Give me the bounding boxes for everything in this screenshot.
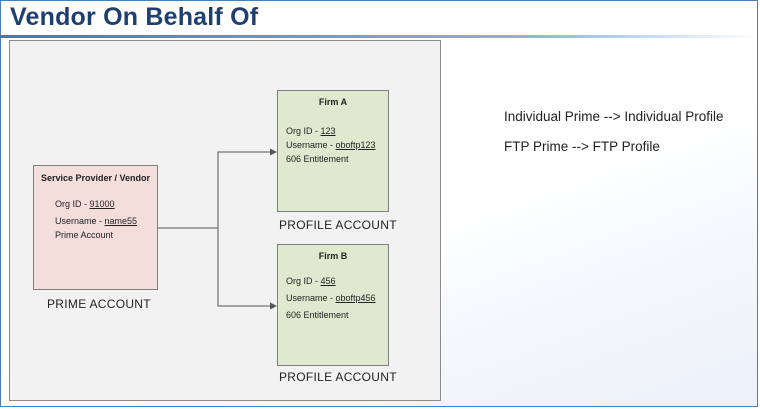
firm-a-username-label: Username -	[286, 140, 336, 150]
provider-org-label: Org ID -	[55, 199, 90, 209]
note-individual-mapping: Individual Prime --> Individual Profile	[504, 109, 724, 124]
provider-username-line: Username - name55	[55, 216, 137, 226]
firm-b-box: Firm B Org ID - 456 Username - oboftp456…	[277, 244, 389, 366]
note-ftp-mapping: FTP Prime --> FTP Profile	[504, 139, 660, 154]
firm-b-username: oboftp456	[335, 293, 376, 303]
firm-b-username-label: Username -	[286, 293, 336, 303]
firm-b-org-id: 456	[320, 276, 336, 286]
provider-username-label: Username -	[55, 216, 105, 226]
provider-org-id-line: Org ID - 91000	[55, 199, 115, 209]
firm-a-profile-caption: PROFILE ACCOUNT	[279, 218, 397, 232]
provider-account-type: Prime Account	[55, 230, 114, 240]
firm-a-username-line: Username - oboftp123	[286, 140, 376, 150]
firm-b-entitlement: 606 Entitlement	[286, 310, 349, 320]
firm-a-entitlement: 606 Entitlement	[286, 154, 349, 164]
connector-to-firm-a	[158, 148, 277, 229]
service-provider-box: Service Provider / Vendor Org ID - 91000…	[33, 165, 158, 290]
provider-org-id: 91000	[89, 199, 115, 209]
firm-a-heading: Firm A	[318, 97, 348, 107]
firm-a-org-id-line: Org ID - 123	[286, 126, 336, 136]
firm-b-profile-caption: PROFILE ACCOUNT	[279, 370, 397, 384]
firm-b-org-label: Org ID -	[286, 276, 321, 286]
firm-a-org-label: Org ID -	[286, 126, 321, 136]
firm-a-username: oboftp123	[335, 140, 376, 150]
prime-account-caption: PRIME ACCOUNT	[47, 297, 151, 311]
provider-username: name55	[104, 216, 138, 226]
slide-title: Vendor On Behalf Of	[10, 3, 259, 31]
firm-a-box: Firm A Org ID - 123 Username - oboftp123…	[277, 90, 389, 212]
provider-heading: Service Provider / Vendor	[40, 173, 151, 183]
firm-b-username-line: Username - oboftp456	[286, 293, 376, 303]
connector-to-firm-b	[217, 228, 277, 310]
title-underline	[0, 35, 758, 38]
firm-b-org-id-line: Org ID - 456	[286, 276, 336, 286]
firm-b-heading: Firm B	[318, 251, 348, 261]
firm-a-org-id: 123	[320, 126, 336, 136]
